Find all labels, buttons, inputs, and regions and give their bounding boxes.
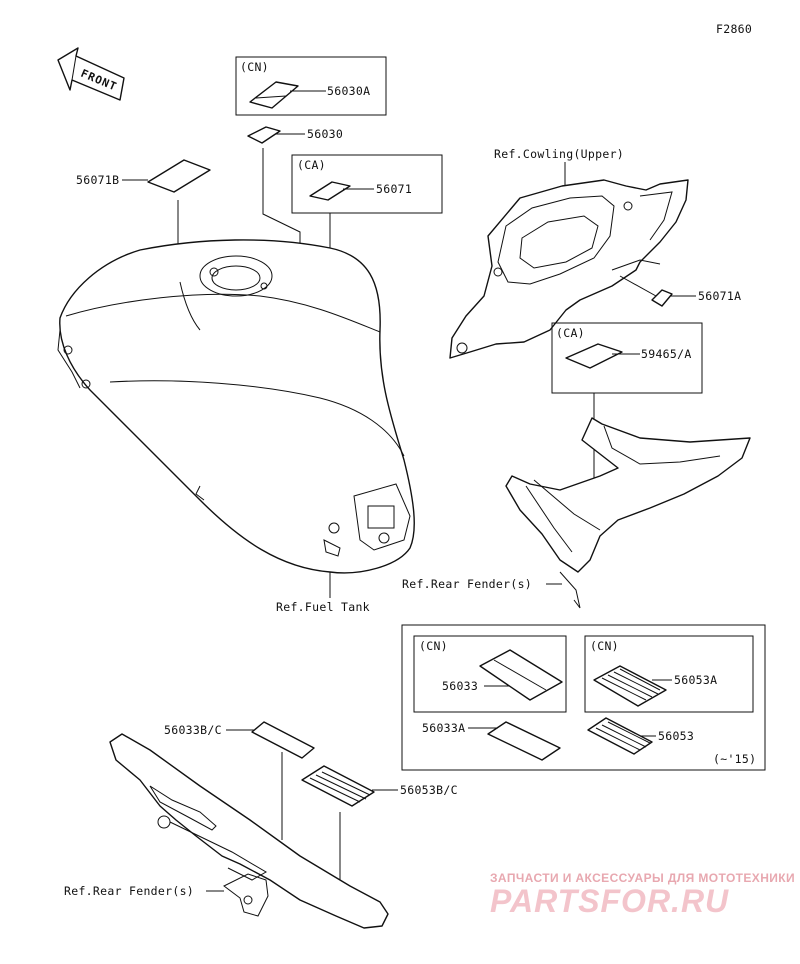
part-number-56071B: 56071B — [76, 173, 119, 187]
part-number-56033A: 56033A — [422, 721, 465, 735]
region-tag-cn-top: (CN) — [240, 60, 269, 74]
region-tag-cn-56053A: (CN) — [590, 639, 619, 653]
part-number-56030: 56030 — [307, 127, 343, 141]
ref-cowling-upper: Ref.Cowling(Upper) — [494, 147, 624, 161]
label-decal-56071B — [147, 159, 211, 193]
region-tag-cn-56033: (CN) — [419, 639, 448, 653]
part-number-56053A: 56053A — [674, 673, 717, 687]
part-number-56053: 56053 — [658, 729, 694, 743]
ref-rear-fender-lower: Ref.Rear Fender(s) — [64, 884, 194, 898]
watermark-logo: PARTSFOR.RU — [490, 883, 729, 919]
ca-box-tank — [291, 154, 443, 214]
watermark-tagline: ЗАПЧАСТИ И АКСЕССУАРЫ ДЛЯ МОТОТЕХНИКИ — [490, 871, 795, 885]
part-number-59465A: 59465/A — [641, 347, 692, 361]
label-decal-56030 — [247, 126, 281, 144]
rear-fender-upper-outline — [505, 417, 751, 609]
part-number-56071A: 56071A — [698, 289, 741, 303]
cn-box-top — [235, 56, 387, 116]
label-decal-56053A — [593, 665, 667, 707]
label-decal-56033BC — [251, 721, 315, 759]
ref-rear-fender-upper: Ref.Rear Fender(s) — [402, 577, 532, 591]
ref-fuel-tank: Ref.Fuel Tank — [276, 600, 370, 614]
label-decal-56033A — [487, 721, 561, 761]
rear-fender-lower-outline — [109, 733, 389, 929]
label-decal-56071A — [651, 289, 673, 307]
label-decal-56053BC — [301, 765, 375, 807]
ca-box-fender — [551, 322, 703, 394]
front-arrow-icon: FRONT — [57, 47, 125, 101]
year-note: (~'15) — [713, 752, 756, 766]
label-decal-56071 — [309, 181, 351, 201]
cn-box-56033 — [413, 635, 567, 713]
part-number-56033BC: 56033B/C — [164, 723, 222, 737]
part-number-56033: 56033 — [442, 679, 478, 693]
label-decal-56033 — [479, 649, 563, 701]
label-decal-56030A — [249, 81, 299, 109]
cn-box-56053A — [584, 635, 754, 713]
fuel-tank-outline — [57, 239, 415, 574]
part-number-56071: 56071 — [376, 182, 412, 196]
region-tag-ca-tank: (CA) — [297, 158, 326, 172]
label-decal-56053 — [587, 717, 653, 755]
label-decal-59465A — [565, 343, 623, 369]
region-tag-ca-fender: (CA) — [556, 326, 585, 340]
variants-box — [401, 624, 766, 771]
part-number-56053BC: 56053B/C — [400, 783, 458, 797]
figure-id: F2860 — [716, 22, 752, 36]
part-number-56030A: 56030A — [327, 84, 370, 98]
